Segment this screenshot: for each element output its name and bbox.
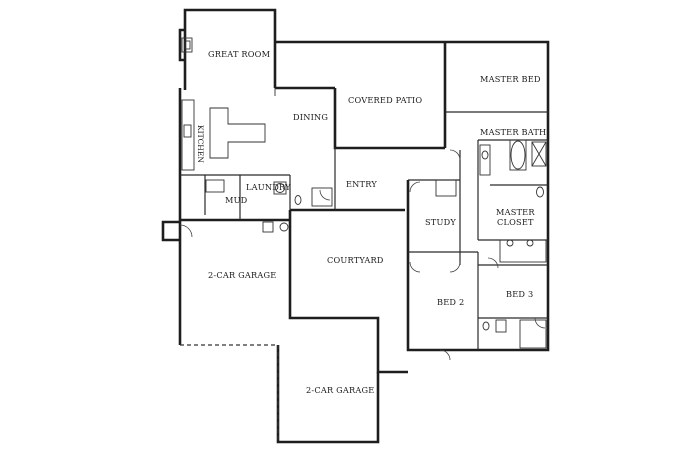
room-label-great-room: GREAT ROOM bbox=[208, 49, 270, 59]
room-label-dining: DINING bbox=[293, 112, 328, 122]
room-label-master-bath: MASTER BATH bbox=[480, 127, 546, 137]
interior-walls bbox=[180, 111, 548, 350]
room-labels: GREAT ROOM DINING COVERED PATIO MASTER B… bbox=[196, 49, 546, 395]
room-label-master-closet-1: MASTER bbox=[496, 207, 535, 217]
room-label-study: STUDY bbox=[425, 217, 456, 227]
room-label-mud: MUD bbox=[225, 195, 248, 205]
room-label-garage-1: 2-CAR GARAGE bbox=[208, 270, 276, 280]
room-label-bed-3: BED 3 bbox=[506, 289, 533, 299]
room-label-entry: ENTRY bbox=[346, 179, 377, 189]
room-label-kitchen: KITCHEN bbox=[196, 125, 205, 163]
fixtures bbox=[181, 37, 547, 349]
room-label-master-closet-2: CLOSET bbox=[497, 217, 534, 227]
room-label-laundry: LAUNDRY bbox=[246, 182, 291, 192]
room-label-covered-patio: COVERED PATIO bbox=[348, 95, 422, 105]
room-label-bed-2: BED 2 bbox=[437, 297, 464, 307]
room-label-garage-2: 2-CAR GARAGE bbox=[306, 385, 374, 395]
room-label-master-bed: MASTER BED bbox=[480, 74, 541, 84]
room-label-courtyard: COURTYARD bbox=[327, 255, 384, 265]
doors bbox=[179, 149, 546, 361]
